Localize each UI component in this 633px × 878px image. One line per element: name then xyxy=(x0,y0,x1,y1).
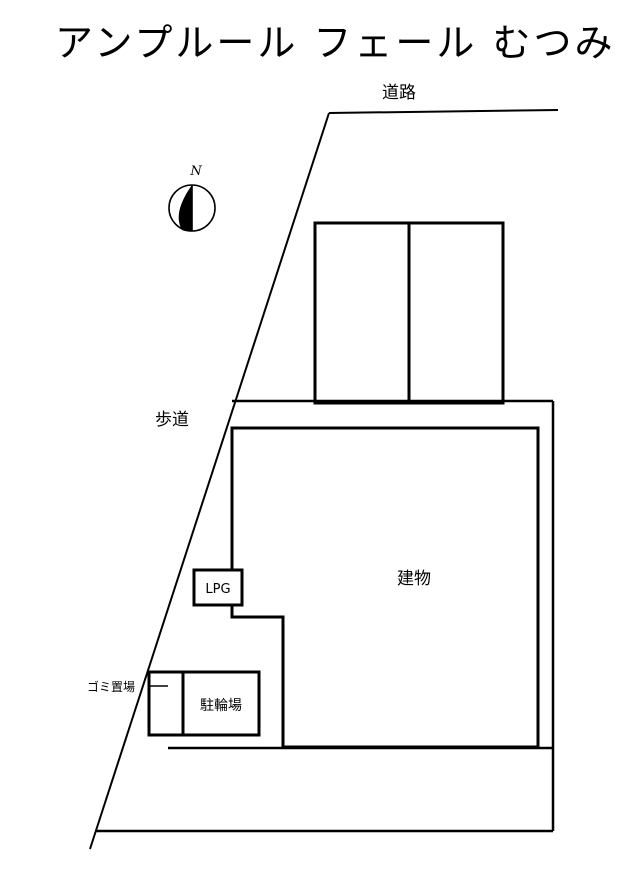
bicycle-parking-structure: 駐輪場 xyxy=(147,670,261,737)
diagonal-boundary-line xyxy=(89,112,330,850)
building-label: 建物 xyxy=(397,569,431,589)
upper-parking-structure xyxy=(313,221,505,405)
compass-rose: N xyxy=(168,164,216,232)
compass-needle-icon xyxy=(178,185,192,232)
bicycle-parking-outline xyxy=(147,670,261,737)
page-title: アンプルール フェール むつみ xyxy=(55,21,616,65)
building-footprint: 建物 xyxy=(230,426,540,749)
garbage-area-label: ゴミ置場 xyxy=(87,679,135,694)
garbage-area-callout: ゴミ置場 xyxy=(87,679,168,694)
road-boundary-line xyxy=(328,109,559,114)
sidewalk-label: 歩道 xyxy=(155,410,189,430)
lpg-box: LPG xyxy=(192,568,244,607)
compass-north-label: N xyxy=(189,164,202,179)
lpg-box-outline xyxy=(192,568,244,607)
bicycle-parking-label: 駐輪場 xyxy=(200,697,242,714)
road-label: 道路 xyxy=(382,83,416,103)
lpg-label: LPG xyxy=(205,582,230,597)
